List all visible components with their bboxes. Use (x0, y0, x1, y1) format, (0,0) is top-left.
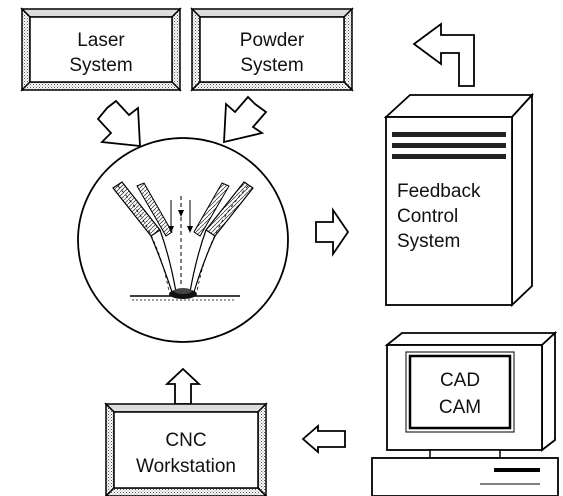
powder-system-label-line1: Powder (240, 30, 305, 51)
laser-beam-icon (168, 196, 193, 286)
drive-bay-1 (392, 132, 506, 137)
monitor-screen (408, 354, 512, 430)
cnc-label-line1: CNC (165, 430, 206, 451)
cam-label: CAM (439, 397, 481, 418)
feedback-control-system-tower: Feedback Control System (383, 92, 535, 308)
feedback-label-line3: System (397, 231, 460, 252)
drive-bay-3 (392, 154, 506, 159)
laser-to-process-arrow-icon (96, 99, 141, 148)
cnc-label-line2: Workstation (136, 456, 236, 477)
powder-to-process-arrow-icon (223, 95, 268, 144)
substrate-melt-pool-icon (130, 288, 240, 301)
drive-bay-2 (392, 143, 506, 148)
left-nozzle-icon (112, 181, 177, 293)
disk-slot (494, 468, 540, 472)
laser-system-label-line2: System (69, 55, 132, 76)
laser-system-block: Laser System (20, 7, 182, 92)
monitor-stand (429, 449, 501, 459)
deposition-process-circle (77, 137, 289, 343)
powder-system-block: Powder System (190, 7, 354, 92)
cnc-to-process-arrow-icon (164, 367, 202, 405)
cad-label: CAD (440, 370, 480, 391)
right-nozzle-icon (189, 181, 254, 293)
process-to-feedback-arrow-icon (315, 207, 350, 257)
cnc-workstation-block: CNC Workstation (104, 402, 268, 496)
cam-to-cnc-arrow-icon (301, 424, 346, 454)
cad-cam-computer: CAD CAM (371, 330, 559, 496)
feedback-label-line2: Control (397, 206, 458, 227)
feedback-label-line1: Feedback (397, 181, 481, 202)
computer-base (371, 457, 559, 496)
powder-system-label-line2: System (240, 55, 303, 76)
laser-system-label-line1: Laser (77, 30, 125, 51)
feedback-return-arrow-icon (412, 22, 475, 87)
